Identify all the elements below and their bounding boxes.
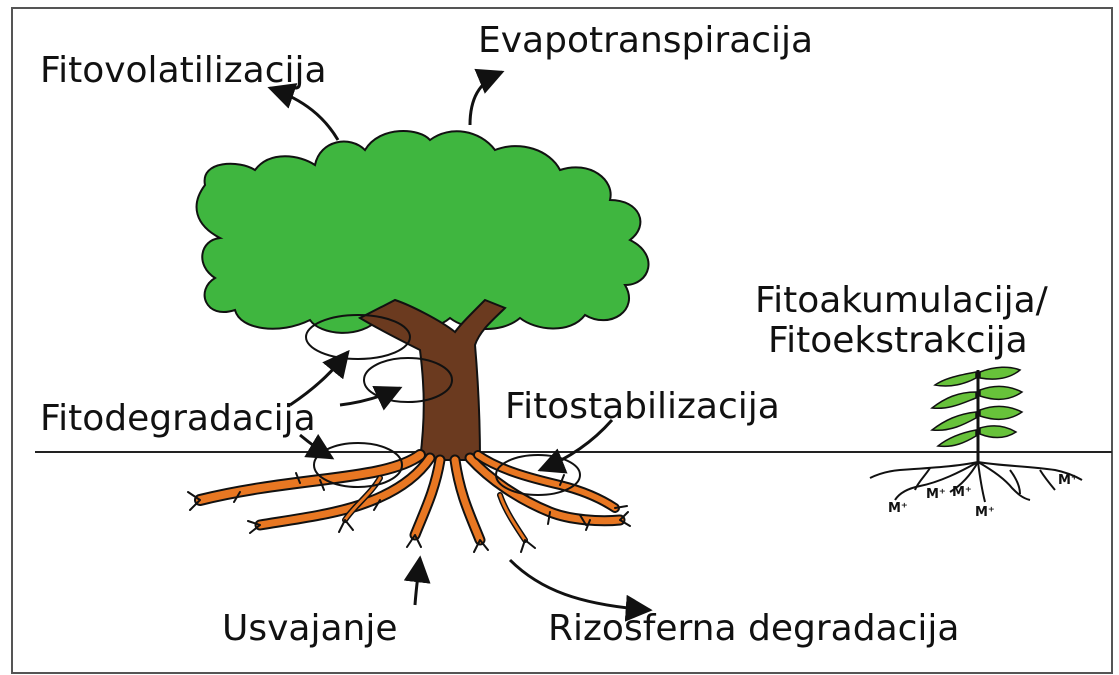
label-fitovolatilizacija: Fitovolatilizacija [40,50,327,91]
metal-ion: M⁺ [888,501,908,516]
arrow-fitodegradacija-3 [299,433,335,460]
label-evapotranspiracija: Evapotranspiracija [478,20,813,61]
diagram-frame [11,7,1113,674]
arrow-fitostabilizacija [537,419,614,474]
arrow-rizosferna [508,558,653,622]
label-fitoekstrakcija: Fitoekstrakcija [768,320,1028,361]
metal-ion: M⁺ [926,487,946,502]
metal-ions: M⁺ M⁺ M⁺ M⁺ M⁺ [888,473,1078,520]
tree-roots [187,449,631,553]
circle-canopy [305,314,411,360]
label-fitoakumulacija: Fitoakumulacija/ [755,280,1049,321]
circle-trunk [363,357,453,403]
label-rizosferna-degradacija: Rizosferna degradacija [548,608,960,649]
metal-ion: M⁺ [975,505,995,520]
small-plant-leaves [930,366,1024,448]
tree-canopy [195,130,650,334]
tree-trunk [357,298,507,461]
small-plant-roots [869,461,1083,503]
metal-ion: M⁺ [952,485,972,500]
arrow-fitovolatilizacija [267,83,340,141]
arrow-usvajanje [403,555,431,606]
small-plant: M⁺ M⁺ M⁺ M⁺ M⁺ [869,366,1083,520]
arrow-evapotranspiracija [468,68,505,126]
metal-ion: M⁺ [1058,473,1078,488]
circle-root-left [313,442,403,488]
arrows [267,68,653,622]
label-fitostabilizacija: Fitostabilizacija [505,386,780,427]
arrow-fitodegradacija-2 [339,386,403,411]
arrow-fitodegradacija-1 [289,349,350,407]
label-usvajanje: Usvajanje [222,608,398,649]
label-fitodegradacija: Fitodegradacija [40,398,316,439]
